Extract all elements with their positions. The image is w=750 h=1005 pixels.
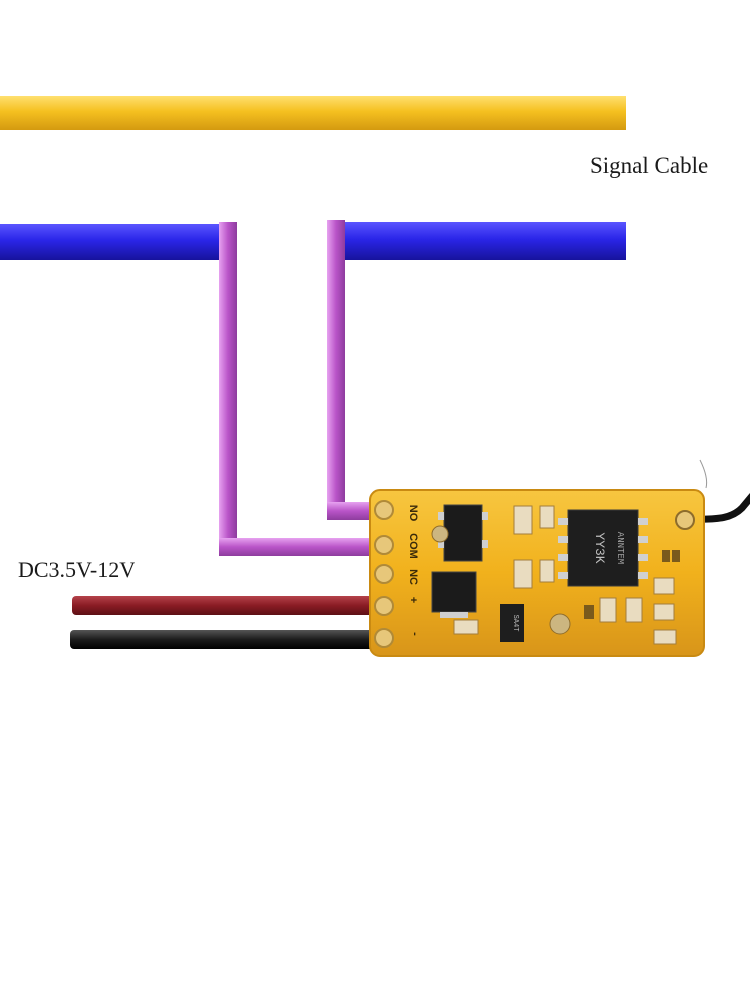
relay-chip — [438, 504, 488, 562]
pin-labels: NO COM NC + - — [407, 505, 421, 636]
pin-label-plus: + — [407, 597, 419, 603]
small-ic: SA4T — [500, 604, 524, 642]
pin-label-minus: - — [409, 632, 421, 636]
positive-wire — [72, 596, 402, 615]
load-cable-right — [332, 222, 626, 260]
receiver-board: YY3K ANNTEM SA4T — [369, 489, 705, 657]
terminal-pads — [374, 500, 394, 648]
pin-label-no: NO — [407, 505, 419, 522]
small-ic-marking: SA4T — [511, 615, 519, 632]
load-cable-left — [0, 224, 232, 260]
no-wire — [327, 220, 397, 520]
main-ic-marking-2: ANNTEM — [615, 532, 625, 564]
signal-cable-label: Signal Cable — [590, 153, 709, 178]
regulator-chip — [431, 571, 477, 618]
negative-wire — [70, 630, 402, 649]
main-ic: YY3K ANNTEM — [558, 509, 648, 587]
power-supply-label: DC3.5V-12V — [18, 557, 136, 582]
antenna-pad — [675, 510, 695, 530]
com-wire — [219, 222, 397, 556]
passive-components — [453, 505, 677, 645]
capacitors — [431, 525, 680, 635]
signal-cable — [0, 96, 626, 130]
pin-label-com: COM — [407, 533, 419, 559]
pin-label-nc: NC — [407, 569, 419, 585]
main-ic-marking: YY3K — [592, 532, 607, 563]
